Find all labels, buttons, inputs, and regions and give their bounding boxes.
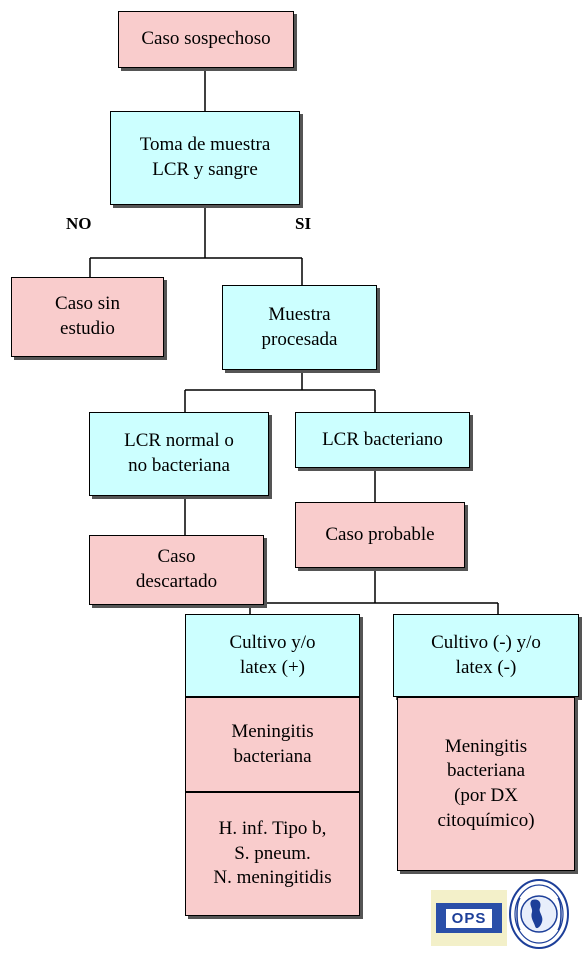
node-caso-descartado: Caso descartado — [89, 535, 264, 605]
node-lcr-bacteriano: LCR bacteriano — [295, 412, 470, 468]
node-agentes-etiologicos: H. inf. Tipo b, S. pneum. N. meningitidi… — [185, 792, 360, 916]
ops-logo-text: OPS — [445, 908, 493, 928]
node-cultivo-negativo: Cultivo (-) y/o latex (-) — [393, 614, 579, 697]
node-caso-sin-estudio: Caso sin estudio — [11, 277, 164, 357]
globe-emblem-icon — [509, 879, 569, 949]
node-muestra-procesada: Muestra procesada — [222, 285, 377, 370]
node-cultivo-positivo: Cultivo y/o latex (+) — [185, 614, 360, 697]
node-lcr-normal: LCR normal o no bacteriana — [89, 412, 269, 496]
edge-label-si: SI — [295, 214, 312, 233]
node-toma-de-muestra: Toma de muestra LCR y sangre — [110, 111, 300, 205]
node-caso-probable: Caso probable — [295, 502, 465, 568]
node-meningitis-dx-citoquimico: Meningitis bacteriana (por DX citoquímic… — [397, 697, 575, 871]
edge-label-no: NO — [66, 214, 92, 233]
node-meningitis-bacteriana: Meningitis bacteriana — [185, 697, 360, 792]
ops-logo: OPS — [431, 890, 507, 946]
node-caso-sospechoso: Caso sospechoso — [118, 11, 294, 68]
